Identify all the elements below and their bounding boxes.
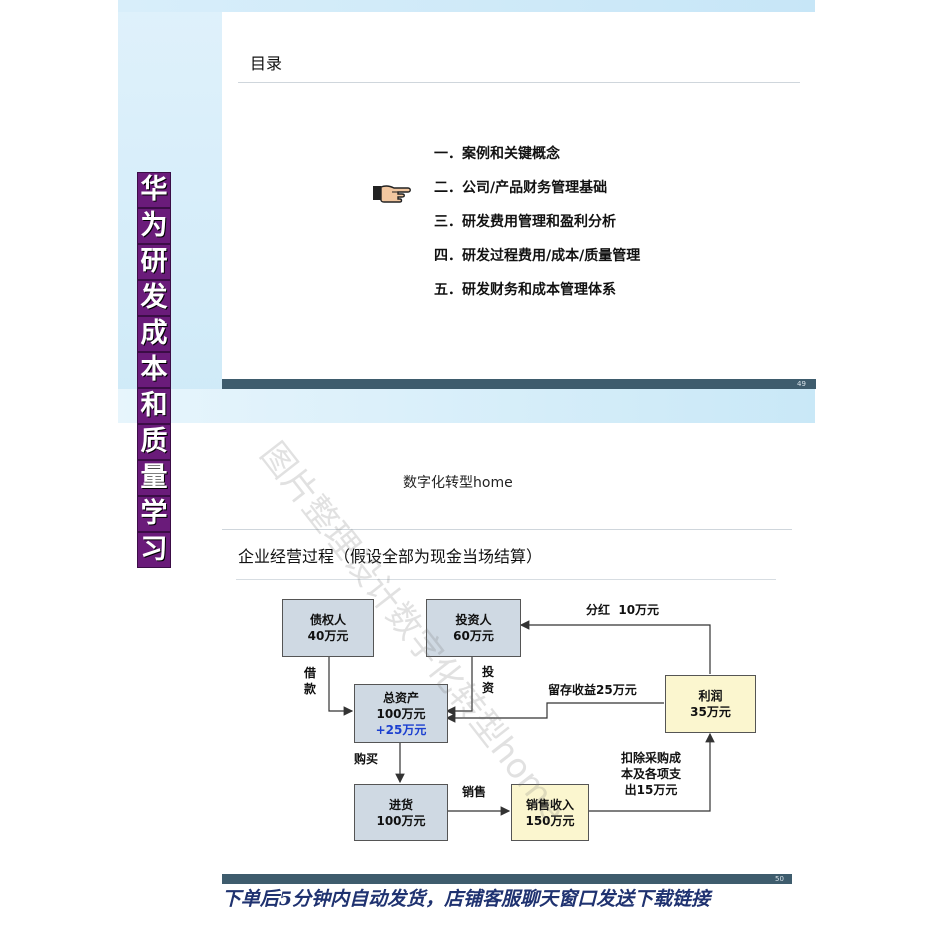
invest-label-line: 投 xyxy=(482,665,495,679)
shop-notice-banner: 下单后5分钟内自动发货，店铺客服聊天窗口发送下载链接 xyxy=(221,888,711,910)
creditor-box: 债权人 40万元 xyxy=(282,599,374,657)
sales-amount: 150万元 xyxy=(525,813,575,828)
toc-item-3: 三．研发费用管理和盈利分析 xyxy=(434,214,616,230)
slide1-page-number: 49 xyxy=(797,380,806,388)
deduct-label-line: 出15万元 xyxy=(624,783,678,797)
slide-49: 目录 一．案例和关键概念 二．公司/产品财务管理基础 三．研发费用管理和盈利分析… xyxy=(222,12,816,389)
total-assets-increase: +25万元 xyxy=(375,722,427,737)
arrow-invest xyxy=(445,656,473,716)
investor-label: 投资人 xyxy=(455,613,492,627)
vertical-title-char: 质 xyxy=(137,424,171,460)
vertical-title-char: 和 xyxy=(137,388,171,424)
toc-item-4: 四．研发过程费用/成本/质量管理 xyxy=(434,248,641,264)
vertical-title-char: 研 xyxy=(137,244,171,280)
arrow-dividend xyxy=(519,620,711,674)
toc-item-2: 二．公司/产品财务管理基础 xyxy=(434,180,608,196)
borrow-label: 借 款 xyxy=(304,665,316,697)
invest-label: 投 资 xyxy=(482,664,494,696)
arrow-deduct xyxy=(588,732,715,812)
vertical-title-char: 本 xyxy=(137,352,171,388)
purchase-label: 进货 xyxy=(388,797,413,812)
total-assets-amount: 100万元 xyxy=(376,706,426,721)
vertical-title-char: 习 xyxy=(137,532,171,568)
borrow-label-line: 款 xyxy=(304,682,317,696)
investor-box: 投资人 60万元 xyxy=(426,599,521,657)
arrow-borrow xyxy=(328,656,354,716)
retained-earnings-label: 留存收益25万元 xyxy=(548,683,637,697)
creditor-amount: 40万元 xyxy=(307,629,349,643)
slide2-title: 企业经营过程（假设全部为现金当场结算） xyxy=(238,547,543,566)
deduct-label-line: 扣除采购成 xyxy=(621,751,682,765)
creditor-label: 债权人 xyxy=(309,613,346,627)
purchase-amount: 100万元 xyxy=(376,813,426,828)
deduct-label: 扣除采购成 本及各项支 出15万元 xyxy=(621,750,681,798)
slide1-title-rule xyxy=(238,82,800,83)
dividend-label: 分红 10万元 xyxy=(586,603,660,617)
deduct-label-line: 本及各项支 xyxy=(621,767,682,781)
pointing-hand-icon xyxy=(373,185,411,203)
caption-text: 数字化转型home xyxy=(403,475,513,491)
profit-label: 利润 xyxy=(698,689,723,703)
slide2-top-rule xyxy=(222,529,792,530)
profit-amount: 35万元 xyxy=(690,705,731,719)
sales-label: 销售收入 xyxy=(525,797,574,812)
invest-label-line: 资 xyxy=(482,681,495,695)
profit-box: 利润 35万元 xyxy=(665,675,756,733)
vertical-title-char: 为 xyxy=(137,208,171,244)
slide1-bottom-band xyxy=(118,389,815,423)
slide1-title: 目录 xyxy=(250,54,283,73)
arrow-retained xyxy=(445,702,664,723)
slide2-footer-bar xyxy=(222,874,792,884)
total-assets-label: 总资产 xyxy=(382,690,419,705)
total-assets-box: 总资产 100万元 +25万元 xyxy=(354,684,448,743)
borrow-label-line: 借 xyxy=(304,666,317,680)
slide2-title-rule xyxy=(236,579,776,580)
slide2-page-number: 50 xyxy=(775,875,784,883)
vertical-title-char: 学 xyxy=(137,496,171,532)
purchase-box: 进货 100万元 xyxy=(354,784,448,841)
vertical-title-char: 成 xyxy=(137,316,171,352)
vertical-title-char: 发 xyxy=(137,280,171,316)
toc-item-1: 一．案例和关键概念 xyxy=(434,146,560,162)
toc-item-5: 五．研发财务和成本管理体系 xyxy=(434,282,616,298)
sell-label: 销售 xyxy=(462,785,487,799)
slide1-footer-bar xyxy=(222,379,816,389)
buy-label: 购买 xyxy=(354,752,379,766)
investor-amount: 60万元 xyxy=(453,629,494,643)
vertical-title-char: 量 xyxy=(137,460,171,496)
vertical-title: 华 为 研 发 成 本 和 质 量 学 习 xyxy=(137,172,171,568)
top-band xyxy=(118,0,815,12)
sales-box: 销售收入 150万元 xyxy=(511,784,589,841)
vertical-title-char: 华 xyxy=(137,172,171,208)
